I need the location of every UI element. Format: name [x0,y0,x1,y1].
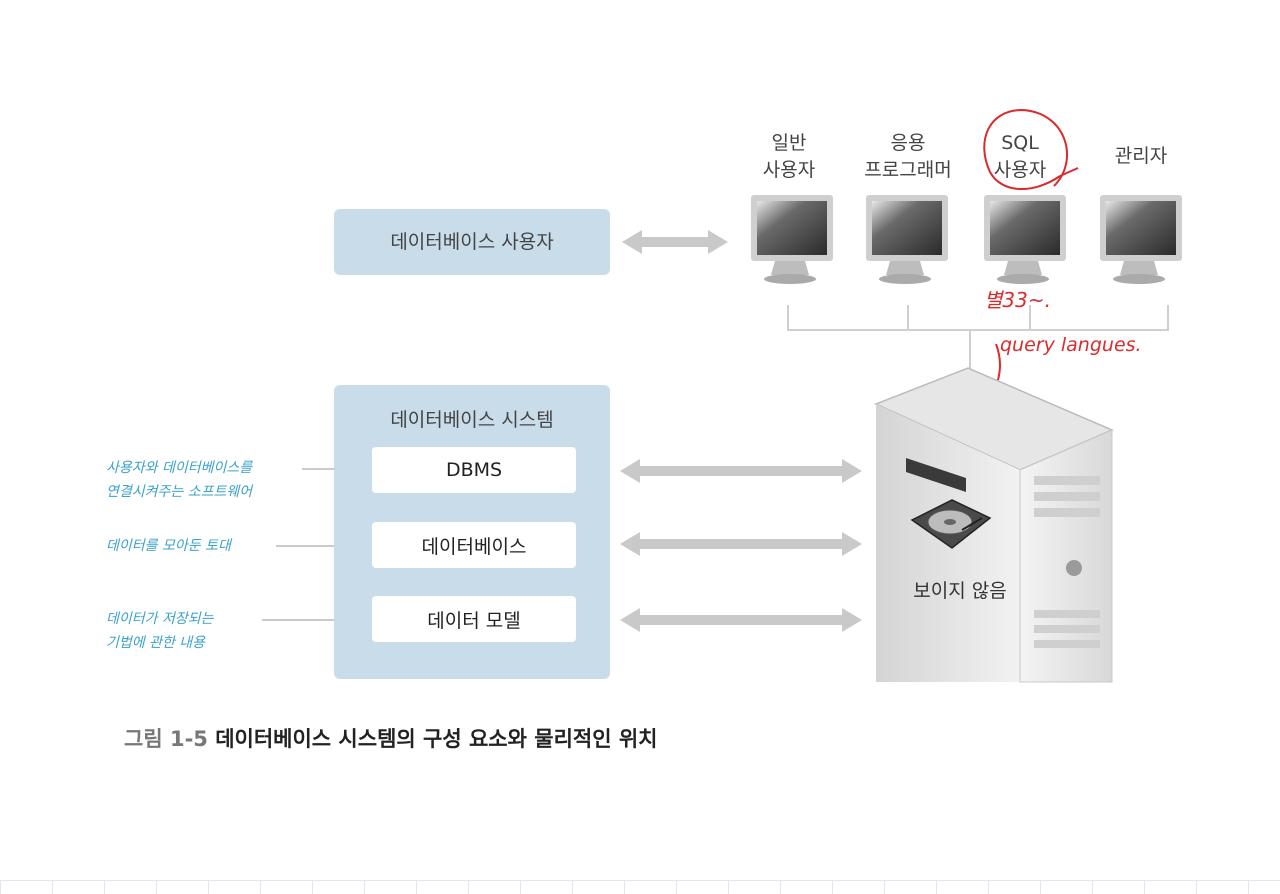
bottom-grid-strip [0,880,1280,894]
annotation-data-model: 데이터가 저장되는 기법에 관한 내용 [106,611,214,651]
data-model-box: 데이터 모델 [372,596,576,642]
figure-number: 그림 1-5 [124,727,208,751]
double-arrow-data-model [620,608,862,632]
database-label: 데이터베이스 [421,535,527,558]
figure-caption: 그림 1-5 데이터베이스 시스템의 구성 요소와 물리적인 위치 [124,723,657,753]
database-system-title: 데이터베이스 시스템 [390,409,554,431]
query-mark [995,343,1001,381]
monitor-icon-app-programmer [866,195,948,284]
dbms-box: DBMS [372,447,576,493]
server-tower-icon [874,367,1114,683]
user-label-programmer: 응용 프로그래머 [864,132,952,181]
database-box: 데이터베이스 [372,522,576,568]
user-label-sql: SQL 사용자 [993,132,1047,181]
circle-mark-sql-user [983,108,1069,190]
network-connector [787,305,1169,372]
double-arrow-dbms [620,459,862,483]
data-model-label: 데이터 모델 [427,609,521,632]
red-note-query: query langues. [1000,334,1142,356]
dbms-label: DBMS [445,459,503,481]
server-hidden-label: 보이지 않음 [913,580,1007,602]
annotation-dbms: 사용자와 데이터베이스를 연결시켜주는 소프트웨어 [106,460,253,500]
monitor-icon-administrator [1100,195,1182,284]
monitor-icon-sql-user [984,195,1066,284]
double-arrow-users [622,230,728,254]
database-user-label: 데이터베이스 사용자 [390,231,554,253]
figure-title: 데이터베이스 시스템의 구성 요소와 물리적인 위치 [215,727,658,751]
user-label-administrator: 관리자 [1114,145,1168,167]
arrow-mark-sql-user [1059,167,1079,177]
annotation-database: 데이터를 모아둔 토대 [106,538,231,554]
monitor-icon-general-user [751,195,833,284]
double-arrow-database [620,532,862,556]
user-label-general: 일반 사용자 [762,132,816,181]
database-user-panel: 데이터베이스 사용자 [334,209,610,275]
red-note-variant: 별33~. [984,288,1051,312]
